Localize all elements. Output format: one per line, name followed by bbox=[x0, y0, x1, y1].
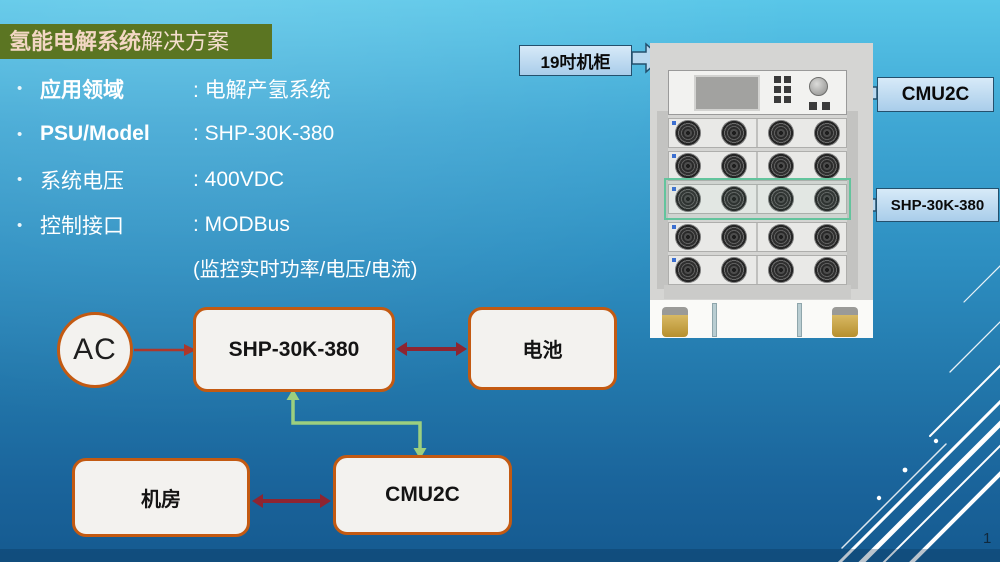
leveling-foot bbox=[797, 303, 802, 337]
fan bbox=[721, 120, 748, 146]
controller-buttons bbox=[774, 76, 791, 103]
fan bbox=[813, 186, 840, 212]
node-machine-room: 机房 bbox=[72, 458, 250, 537]
fan bbox=[767, 224, 794, 250]
rack-bottom-rail bbox=[664, 285, 851, 299]
fan bbox=[813, 224, 840, 250]
node-label: AC bbox=[73, 333, 117, 366]
controller-unit bbox=[668, 70, 847, 115]
caster-wheel bbox=[662, 307, 688, 337]
selected-row-highlight bbox=[664, 178, 851, 220]
node-battery: 电池 bbox=[468, 307, 617, 390]
node-psu: SHP-30K-380 bbox=[193, 307, 395, 392]
page-title: 氢能电解系统解决方案 bbox=[0, 24, 272, 59]
callout-cabinet: 19吋机柜 bbox=[519, 45, 632, 76]
psu-row bbox=[668, 255, 847, 285]
controller-button bbox=[822, 102, 830, 110]
fan bbox=[675, 153, 701, 179]
spec-value: : 400VDC bbox=[193, 167, 285, 191]
fan bbox=[767, 153, 794, 179]
bullet-icon: • bbox=[17, 216, 23, 234]
callout-cmu2c: CMU2C bbox=[877, 77, 994, 112]
list-item: • 系统电压 : 400VDC bbox=[12, 157, 532, 203]
controller-screen bbox=[694, 75, 760, 111]
list-item: • 应用领域 : 电解产氢系统 bbox=[12, 66, 532, 112]
page-number: 1 bbox=[983, 530, 992, 547]
fan bbox=[813, 257, 840, 283]
fan bbox=[675, 257, 701, 283]
node-cmu2c: CMU2C bbox=[333, 455, 512, 535]
fan bbox=[721, 257, 748, 283]
psu-row bbox=[668, 222, 847, 252]
fan bbox=[675, 186, 701, 212]
bullet-icon: • bbox=[17, 80, 23, 98]
rack-photo bbox=[650, 43, 873, 338]
list-item: • PSU/Model : SHP-30K-380 bbox=[12, 112, 532, 158]
psu-row-highlighted bbox=[668, 184, 847, 214]
bullet-icon: • bbox=[17, 125, 23, 143]
spec-label: 控制接口 bbox=[40, 215, 124, 239]
leveling-foot bbox=[712, 303, 717, 337]
fan bbox=[721, 224, 748, 250]
psu-row bbox=[668, 118, 847, 148]
node-ac-source: AC bbox=[57, 312, 133, 388]
fan bbox=[767, 186, 794, 212]
callout-psu: SHP-30K-380 bbox=[876, 188, 999, 222]
fan bbox=[767, 257, 794, 283]
spec-value: : MODBus bbox=[193, 213, 290, 237]
node-label: SHP-30K-380 bbox=[228, 337, 360, 361]
spec-value: : SHP-30K-380 bbox=[193, 122, 335, 146]
monitoring-note: (监控实时功率/电压/电流) bbox=[193, 259, 418, 281]
title-suffix: 解决方案 bbox=[141, 29, 230, 54]
psu-row bbox=[668, 151, 847, 181]
spec-label: PSU/Model bbox=[40, 122, 150, 146]
node-label: CMU2C bbox=[385, 483, 460, 506]
node-label: 电池 bbox=[522, 340, 563, 362]
controller-knob-icon bbox=[809, 77, 828, 96]
fan bbox=[767, 120, 794, 146]
fan bbox=[675, 120, 701, 146]
spec-label: 应用领域 bbox=[40, 78, 124, 102]
list-item: • 控制接口 : MODBus bbox=[12, 203, 532, 249]
fan bbox=[721, 153, 748, 179]
caster-wheel bbox=[832, 307, 858, 337]
fan bbox=[813, 120, 840, 146]
bullet-icon: • bbox=[17, 171, 23, 189]
footer-shade bbox=[0, 549, 1000, 562]
controller-button bbox=[809, 102, 817, 110]
title-emphasis: 氢能电解系统 bbox=[9, 29, 142, 54]
rack-rail-right bbox=[847, 111, 858, 289]
spec-value: : 电解产氢系统 bbox=[193, 78, 331, 102]
fan bbox=[675, 224, 701, 250]
rack-rail-left bbox=[657, 111, 668, 289]
spec-list: • 应用领域 : 电解产氢系统 • PSU/Model : SHP-30K-38… bbox=[12, 66, 532, 248]
node-label: 机房 bbox=[141, 489, 181, 511]
spec-label: 系统电压 bbox=[40, 169, 124, 193]
fan bbox=[813, 153, 840, 179]
fan bbox=[721, 186, 748, 212]
